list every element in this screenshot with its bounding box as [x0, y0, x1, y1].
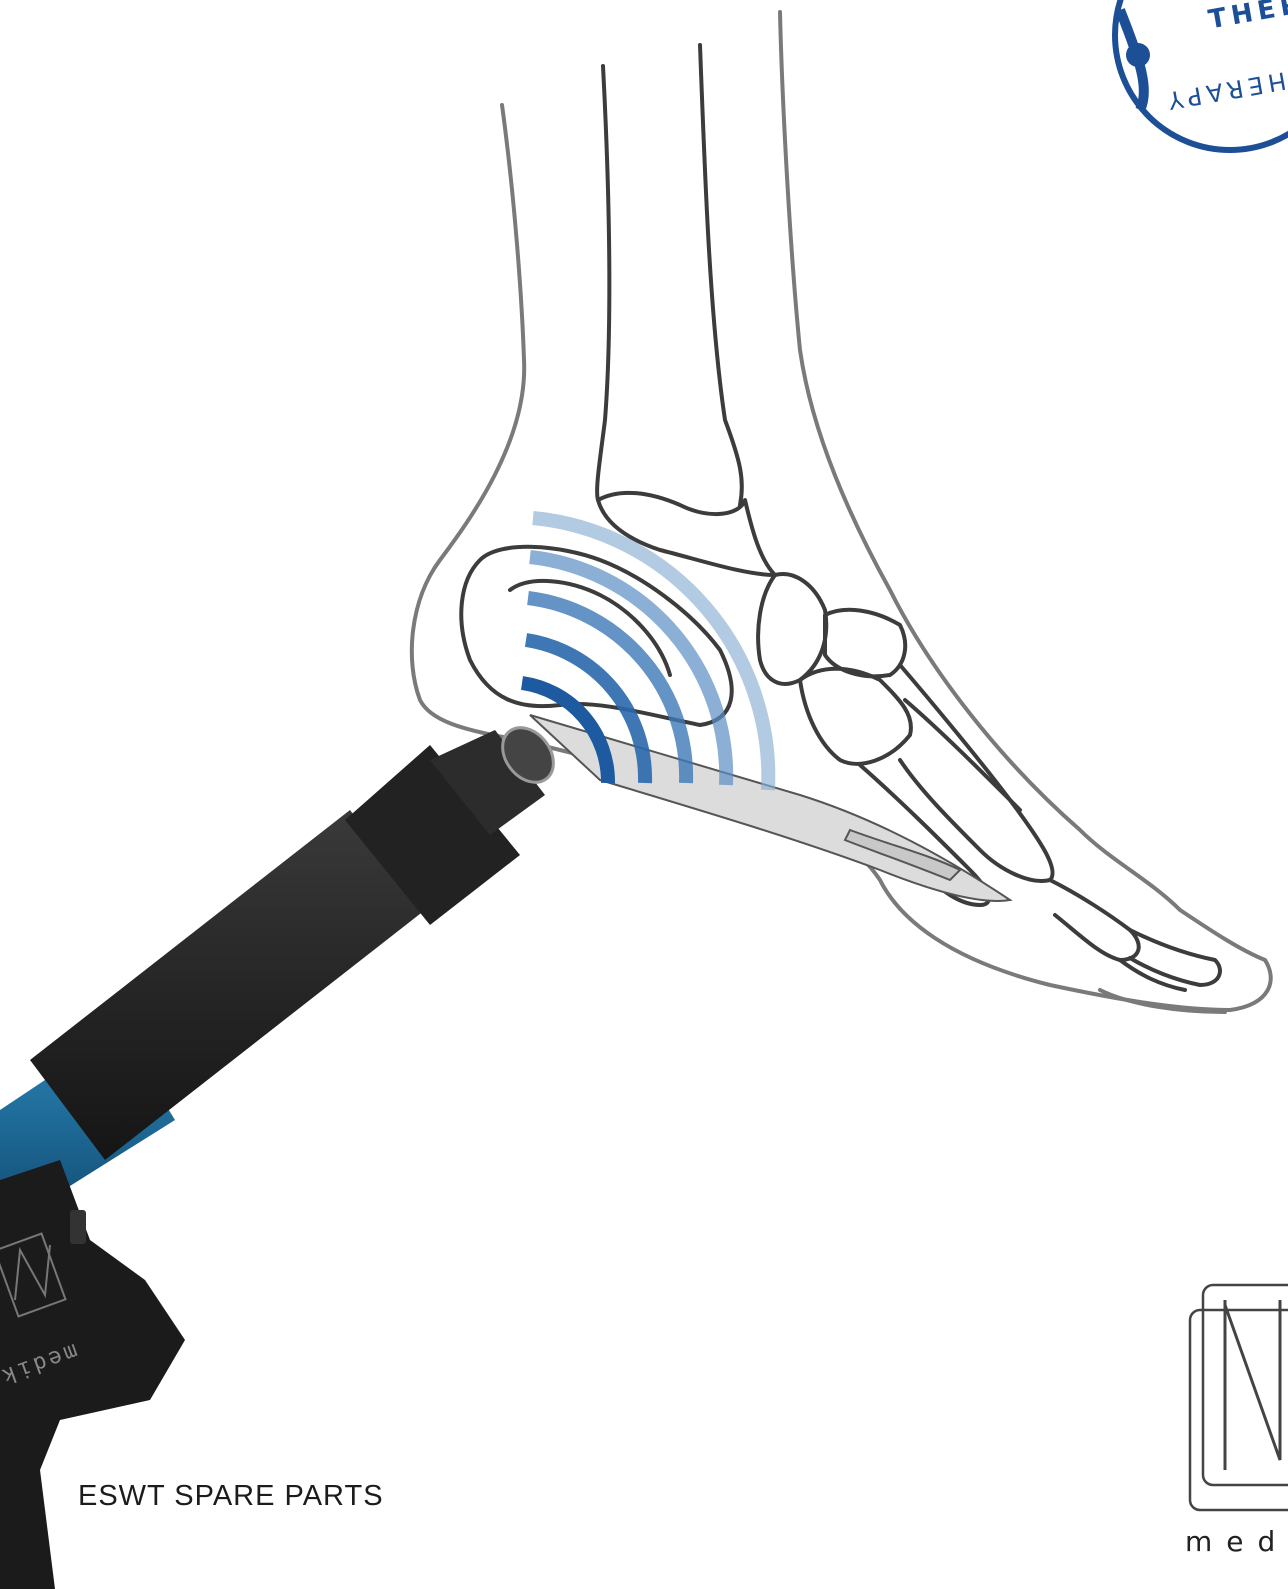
- therapy-badge: THER HERAPY: [1115, 0, 1288, 150]
- badge-text-top: THER: [1206, 0, 1288, 35]
- brand-logo: [1190, 1285, 1288, 1510]
- brand-wordmark: medi: [1185, 1525, 1288, 1558]
- caption: ESWT SPARE PARTS: [78, 1480, 384, 1513]
- eswt-handpiece: medikal: [0, 718, 564, 1589]
- badge-text-bottom: HERAPY: [1161, 66, 1288, 115]
